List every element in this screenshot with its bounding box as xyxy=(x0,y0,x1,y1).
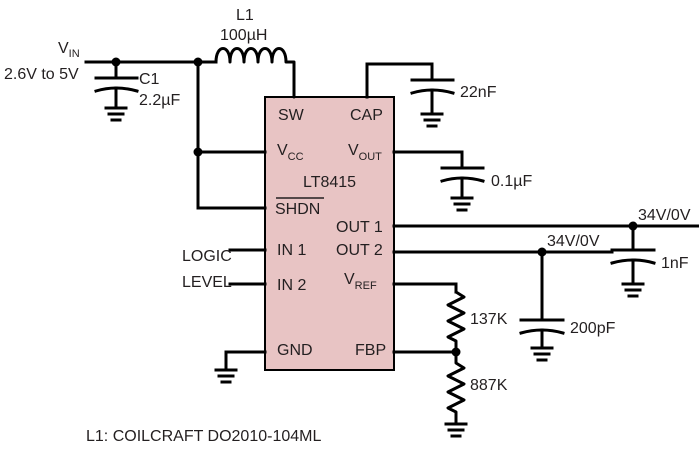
pin-sw: SW xyxy=(278,107,305,124)
cap-1nf-label: 1nF xyxy=(661,255,689,272)
capacitor-22nf xyxy=(365,62,455,116)
logic-label: LOGIC xyxy=(182,248,232,265)
capacitor-200pf xyxy=(392,250,614,350)
vin-range-label: 2.6V to 5V xyxy=(4,66,79,83)
gnd-wire xyxy=(224,350,267,372)
pin-in1: IN 1 xyxy=(277,242,306,259)
ground-1nf xyxy=(621,282,645,298)
vin-label: VIN xyxy=(58,40,80,60)
footnote: L1: COILCRAFT DO2010-104ML xyxy=(86,428,321,445)
pin-shdn: SHDN xyxy=(275,201,320,218)
cap-22nf-label: 22nF xyxy=(460,84,497,101)
inductor-l1 xyxy=(214,47,296,99)
junction-out1 xyxy=(628,221,638,231)
c1-name-label: C1 xyxy=(139,71,160,88)
vcc-shdn-wire xyxy=(196,60,267,210)
resistor-137k-label: 137K xyxy=(470,311,508,328)
pin-vref: VREF xyxy=(344,271,377,292)
ground-22nf xyxy=(420,112,444,128)
l1-name-label: L1 xyxy=(236,7,254,24)
pin-out1: OUT 1 xyxy=(336,219,383,236)
pin-out2: OUT 2 xyxy=(336,242,383,259)
l1-value-label: 100µH xyxy=(220,27,267,44)
pin-in2: IN 2 xyxy=(277,277,306,294)
ground-c1 xyxy=(104,106,128,122)
chip-name: LT8415 xyxy=(303,174,356,191)
resistor-137k xyxy=(446,290,466,354)
junction-out2 xyxy=(537,247,547,257)
junction-vcc xyxy=(193,147,203,157)
resistor-887k-label: 887K xyxy=(470,377,508,394)
capacitor-01uf xyxy=(392,150,485,200)
ground-01uf xyxy=(450,196,474,212)
pin-vcc: VCC xyxy=(277,142,304,163)
ic-body xyxy=(264,96,395,371)
c1-value-label: 2.2µF xyxy=(139,92,180,109)
ground-200pf xyxy=(530,346,554,362)
level-label: LEVEL xyxy=(182,274,232,291)
capacitor-c1 xyxy=(94,60,139,110)
pin-fbp: FBP xyxy=(355,342,386,359)
pin-gnd: GND xyxy=(277,342,313,359)
cap-200pf-label: 200pF xyxy=(570,320,616,337)
resistor-887k xyxy=(446,350,466,426)
vref-wire xyxy=(392,282,458,294)
out2-voltage-label: 34V/0V xyxy=(547,233,600,250)
ground-ic xyxy=(214,368,238,384)
pin-cap: CAP xyxy=(350,107,383,124)
pin-vout: VOUT xyxy=(348,142,382,163)
ground-887k xyxy=(444,422,468,438)
out1-voltage-label: 34V/0V xyxy=(638,207,691,224)
cap-01uf-label: 0.1µF xyxy=(491,173,532,190)
